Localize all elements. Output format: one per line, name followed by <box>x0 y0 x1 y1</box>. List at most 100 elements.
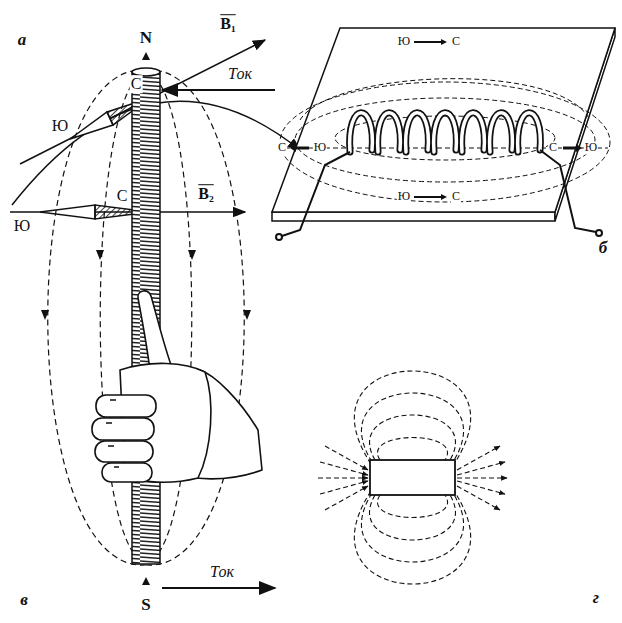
field-arrows <box>96 250 104 260</box>
pole-label: С <box>277 141 287 154</box>
lead-wires <box>540 150 596 232</box>
wire-coil <box>378 113 401 152</box>
small-compass <box>414 196 441 198</box>
small-compass <box>441 194 447 200</box>
field-arrows <box>41 310 49 320</box>
field-arrows <box>188 250 196 260</box>
field-lines <box>457 477 507 478</box>
pole-label: С <box>451 190 461 203</box>
field-lines <box>457 446 500 470</box>
wire-coil <box>350 113 541 152</box>
wire-coil <box>462 113 485 152</box>
field-lines <box>377 495 447 518</box>
field-lines <box>457 462 505 475</box>
lead-wires <box>276 234 282 240</box>
field-lines <box>325 486 368 510</box>
field-lines <box>318 477 368 478</box>
field-lines <box>320 481 368 494</box>
pole-label: N <box>139 29 153 48</box>
panel-letter: а <box>17 31 28 50</box>
bar-magnet <box>370 460 455 495</box>
field-lines <box>318 371 507 584</box>
panel-letter: в <box>19 591 29 610</box>
wire-coil <box>518 113 541 152</box>
field-lines <box>361 393 463 462</box>
small-compass <box>296 147 309 150</box>
field-lines <box>280 79 610 202</box>
wire-coil <box>378 113 401 152</box>
panel-letter: б <box>598 239 608 258</box>
hand <box>92 418 154 440</box>
field-lines <box>48 70 245 565</box>
field-lines <box>295 98 595 182</box>
pole-label: С <box>451 35 461 48</box>
field-lines <box>370 495 456 540</box>
field-lines <box>285 148 608 149</box>
field-lines <box>354 491 470 584</box>
hand <box>95 441 153 462</box>
current-wires <box>162 587 275 589</box>
hand <box>102 463 152 482</box>
field-lines <box>377 438 447 461</box>
field-lines <box>370 415 456 460</box>
field-lines <box>280 82 610 202</box>
wire-coil <box>490 113 513 152</box>
current-wires <box>162 90 275 588</box>
small-compass <box>290 39 582 200</box>
lead-wires <box>276 150 602 240</box>
current-label: Ток <box>209 563 235 581</box>
field-arrows <box>142 577 150 585</box>
field-lines <box>457 481 505 494</box>
wire-coil <box>350 113 373 152</box>
field-lines <box>354 371 470 464</box>
pole-label: С <box>548 141 558 154</box>
wire-coil <box>490 113 513 152</box>
small-compass <box>563 147 576 150</box>
wire-coil <box>434 113 457 152</box>
small-compass <box>414 39 447 45</box>
field-lines <box>320 462 368 475</box>
field-lines <box>457 486 500 510</box>
current-label: Ток <box>227 65 253 83</box>
pole-label: Ю <box>51 117 69 135</box>
small-compass <box>290 144 296 152</box>
field-arrows <box>243 310 251 320</box>
wire-coil <box>350 113 541 152</box>
wire-coil <box>434 113 457 152</box>
pole-label: С <box>130 75 143 93</box>
field-arrows <box>142 52 150 60</box>
pole-label: Ю <box>13 217 31 235</box>
vector-label: B₂ <box>197 185 214 203</box>
small-compass <box>576 144 582 152</box>
wire-coil <box>518 113 541 152</box>
lead-wires <box>282 152 350 236</box>
pole-label: Ю <box>584 141 598 154</box>
field-lines <box>361 493 463 562</box>
field-lines <box>325 446 368 470</box>
small-compass <box>414 41 441 43</box>
pole-label: S <box>140 596 151 615</box>
vector-label: B₁ <box>219 15 236 33</box>
pole-label: Ю <box>397 35 411 48</box>
field-arrows <box>41 52 251 585</box>
wire-coil <box>406 113 429 152</box>
hand <box>96 395 156 417</box>
wire-coil <box>350 113 541 152</box>
compass-needle <box>40 205 95 219</box>
lead-wires <box>596 230 602 236</box>
plate <box>272 28 615 221</box>
pole-label: С <box>116 187 129 205</box>
current-wires <box>162 89 275 91</box>
wire-coil <box>350 113 373 152</box>
plate <box>272 212 555 221</box>
wire-coil <box>462 113 485 152</box>
wire-coil <box>406 113 429 152</box>
pole-label: Ю <box>313 141 327 154</box>
pole-label: Ю <box>397 190 411 203</box>
hand <box>106 400 119 467</box>
hand <box>92 291 262 482</box>
panel-letter: г <box>592 589 600 608</box>
plate <box>272 28 615 212</box>
